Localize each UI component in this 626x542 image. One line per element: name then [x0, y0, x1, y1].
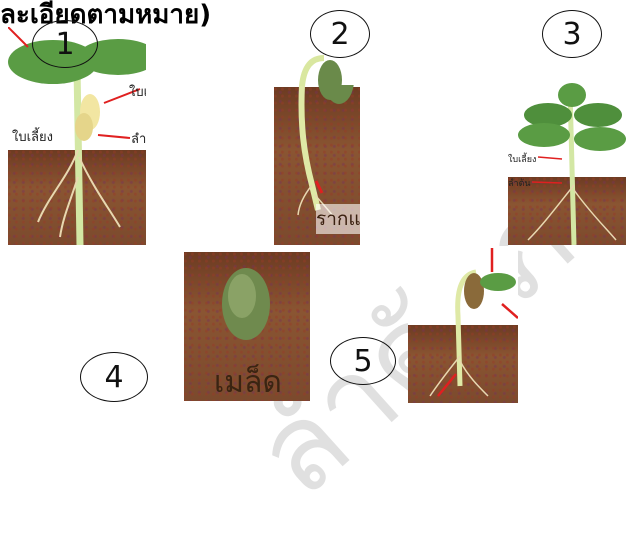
- panel-4-label-seed: เมล็ด: [214, 359, 282, 401]
- panel-3-label-stem: ลำต้น: [508, 176, 531, 190]
- panel-1-label-cotyledon: ใบเลี้ยง: [12, 126, 53, 147]
- panel-3-label-cotyledon: ใบเลี้ยง: [508, 152, 536, 166]
- panel-2-image: รากแก้ว: [274, 85, 360, 245]
- number-circle-1: 1: [32, 20, 98, 68]
- panel-4-image: เมล็ด: [184, 252, 310, 401]
- panel-2-sprout-top: [282, 46, 342, 106]
- number-circle-5: 5: [330, 337, 396, 385]
- panel-2-label-taproot: รากแก้ว: [316, 204, 360, 234]
- panel-1-label-a: ใบเ: [129, 81, 146, 102]
- panel-3-image: ใบเลี้ยง ลำต้น: [508, 75, 626, 245]
- panel-5-image: [408, 246, 518, 403]
- panel-1-label-stem: ลำต: [131, 128, 146, 149]
- number-circle-4: 4: [80, 352, 148, 402]
- number-circle-3: 3: [542, 10, 602, 58]
